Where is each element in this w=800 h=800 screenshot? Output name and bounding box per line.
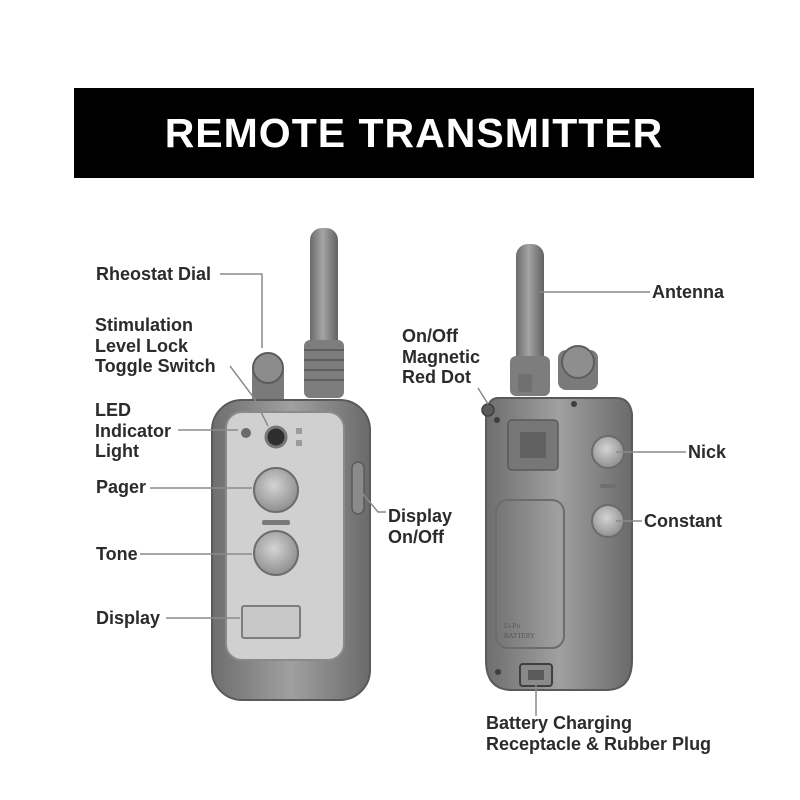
content-panel: [74, 178, 754, 788]
battery-mark-line1: Li-Po: [504, 622, 520, 630]
battery-mark-line2: BATTERY: [504, 632, 535, 640]
label-onoff-magnetic-line2: Magnetic: [402, 346, 481, 367]
label-stim-lock-toggle: Stimulation Level Lock Toggle Switch: [95, 315, 216, 377]
label-nick: Nick: [688, 442, 727, 462]
label-pager: Pager: [96, 477, 147, 497]
label-stim-lock-line2: Level Lock: [95, 335, 189, 356]
page-title: REMOTE TRANSMITTER: [164, 110, 664, 156]
label-onoff-magnetic-line3: Red Dot: [402, 367, 471, 387]
label-stim-lock-line1: Stimulation: [95, 315, 193, 335]
front-display: [241, 605, 301, 639]
pager-button[interactable]: [253, 467, 299, 513]
label-display-onoff-line1: Display: [388, 506, 453, 526]
label-battery-line1: Battery Charging: [486, 713, 633, 733]
back-device: Li-Po BATTERY: [481, 244, 633, 691]
front-rheostat-dial[interactable]: [252, 352, 284, 404]
label-battery-line2: Receptacle & Rubber Plug: [486, 733, 712, 754]
front-device: [211, 228, 371, 701]
label-led-line1: LED: [95, 400, 131, 420]
label-battery-charging: Battery Charging Receptacle & Rubber Plu…: [486, 713, 711, 754]
leader-lines: [140, 273, 686, 716]
label-display-onoff: Display On/Off: [388, 506, 452, 547]
back-antenna: [516, 244, 544, 374]
label-display: Display: [96, 608, 161, 628]
battery-door: [495, 499, 565, 649]
title-banner: REMOTE TRANSMITTER: [74, 88, 754, 178]
label-rheostat-dial: Rheostat Dial: [96, 264, 212, 284]
label-led-line2: Indicator: [95, 420, 172, 441]
label-display-onoff-line2: On/Off: [388, 526, 444, 547]
onoff-magnetic-dot[interactable]: [481, 403, 495, 417]
stim-lock-toggle[interactable]: [264, 425, 288, 449]
label-tone: Tone: [96, 544, 138, 564]
label-led-indicator: LED Indicator Light: [95, 400, 171, 462]
tone-button[interactable]: [253, 530, 299, 576]
label-stim-lock-line3: Toggle Switch: [95, 356, 216, 376]
label-onoff-magnetic: On/Off Magnetic Red Dot: [402, 326, 480, 388]
label-led-line3: Light: [95, 441, 139, 461]
label-constant: Constant: [644, 511, 722, 531]
label-antenna: Antenna: [652, 282, 724, 302]
led-indicator-light: [241, 428, 251, 438]
front-antenna: [310, 228, 338, 358]
label-onoff-magnetic-line1: On/Off: [402, 326, 458, 346]
